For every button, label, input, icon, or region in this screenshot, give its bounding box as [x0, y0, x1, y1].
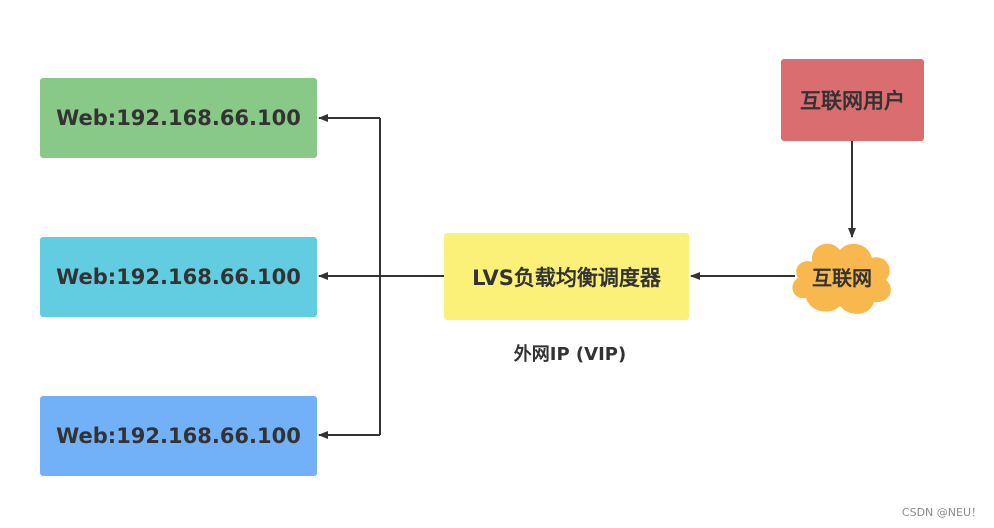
web-server-1-label: Web:192.168.66.100	[56, 106, 301, 130]
vip-annotation: 外网IP (VIP)	[513, 344, 627, 365]
web-server-3-label: Web:192.168.66.100	[56, 424, 301, 448]
watermark: CSDN @NEU！	[901, 506, 982, 519]
web-server-1: Web:192.168.66.100	[40, 78, 317, 158]
lvs-load-balancer: LVS负载均衡调度器	[444, 233, 689, 320]
lvs-load-balancer-label: LVS负载均衡调度器	[472, 265, 661, 290]
web-server-3: Web:192.168.66.100	[40, 396, 317, 476]
internet-cloud-label: 互联网	[812, 266, 872, 290]
web-server-2: Web:192.168.66.100	[40, 237, 317, 317]
internet-user: 互联网用户	[781, 59, 924, 141]
internet-user-label: 互联网用户	[800, 89, 905, 113]
web-server-2-label: Web:192.168.66.100	[56, 265, 301, 289]
internet-cloud-shape	[792, 243, 891, 314]
